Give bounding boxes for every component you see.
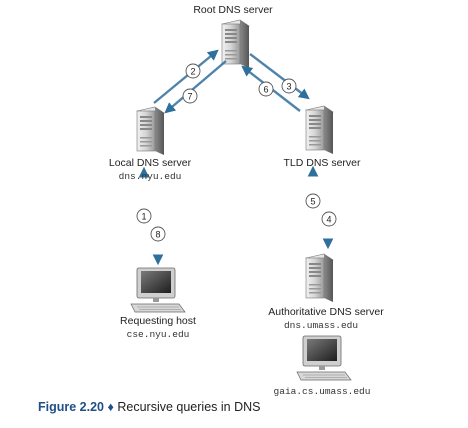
step-4-marker: 4: [321, 211, 337, 227]
authoritative-server-label: Authoritative DNS server: [268, 306, 384, 318]
step-6-label: 6: [263, 85, 268, 95]
tld-server-icon: [305, 105, 334, 155]
step-3-marker: 3: [281, 78, 297, 94]
step-7-marker: 7: [182, 88, 198, 104]
step-8-marker: 8: [150, 226, 166, 242]
step-5-label: 5: [310, 197, 315, 207]
step-1-label: 1: [141, 212, 146, 222]
requesting-host-computer-icon: [130, 267, 186, 313]
step-6-marker: 6: [258, 81, 274, 97]
figure-number: Figure 2.20: [38, 400, 104, 414]
local-server-host: dns.nyu.edu: [118, 171, 182, 182]
step-8-label: 8: [155, 230, 160, 240]
tld-server-label: TLD DNS server: [283, 157, 361, 169]
target-host-name: gaia.cs.umass.edu: [273, 386, 371, 397]
authoritative-server-host: dns.umass.edu: [283, 320, 359, 331]
step-3-label: 3: [286, 82, 291, 92]
caption-separator: ♦: [107, 400, 114, 414]
step-1-marker: 1: [136, 208, 152, 224]
root-server-label: Root DNS server: [193, 4, 273, 16]
authoritative-server-icon: [305, 253, 334, 303]
local-server-label: Local DNS server: [108, 157, 192, 169]
step-5-marker: 5: [305, 193, 321, 209]
figure-caption: Figure 2.20 ♦ Recursive queries in DNS: [38, 400, 260, 414]
arrow-step-2: [153, 49, 219, 104]
step-2-label: 2: [190, 67, 195, 77]
requesting-host-name: cse.nyu.edu: [126, 329, 190, 340]
target-host-computer-icon: [296, 335, 352, 381]
arrow-step-7: [164, 60, 227, 114]
caption-text: Recursive queries in DNS: [117, 400, 261, 414]
arrow-step-3: [249, 53, 310, 100]
requesting-host-label: Requesting host: [120, 315, 196, 327]
step-7-label: 7: [187, 92, 192, 102]
root-server-icon: [221, 19, 250, 69]
local-server-icon: [136, 106, 165, 156]
step-4-label: 4: [326, 215, 331, 225]
step-2-marker: 2: [185, 63, 201, 79]
